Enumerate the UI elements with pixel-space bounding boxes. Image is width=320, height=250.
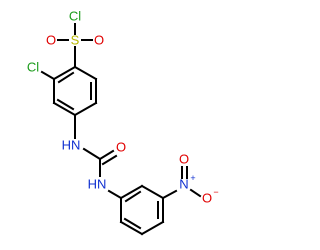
bond-ring1-1 bbox=[73, 65, 98, 81]
bond-ring1-6 bbox=[52, 65, 77, 81]
bond-ring2-4 bbox=[140, 220, 165, 236]
bond-ring1-3 bbox=[73, 101, 98, 117]
atom-o-carbonyl: O bbox=[116, 140, 126, 155]
bond-ring2-n bbox=[161, 189, 178, 200]
atom-s: S bbox=[71, 33, 80, 48]
bond-n-o-right bbox=[189, 188, 202, 198]
atom-o-nitro-top: O bbox=[179, 152, 189, 167]
bond-nh-c bbox=[82, 147, 102, 161]
bond-ring1-4 bbox=[52, 101, 77, 117]
charge-o-nitro: − bbox=[213, 187, 218, 197]
bond-ring2-5 bbox=[119, 220, 144, 236]
bond-ring1-inner-c bbox=[57, 71, 75, 84]
atom-o-sulfonyl-right: O bbox=[94, 33, 104, 48]
bond-c-o-1 bbox=[98, 149, 115, 161]
atom-nh-upper: HN bbox=[62, 138, 81, 153]
atom-n-nitro: N bbox=[179, 177, 188, 192]
bond-ring2-inner-a bbox=[124, 190, 142, 203]
atom-cl-sulfonyl: Cl bbox=[69, 9, 81, 24]
atom-o-nitro-right: O bbox=[202, 191, 212, 206]
atom-o-sulfonyl-left: O bbox=[46, 33, 56, 48]
bond-ring1-inner-b bbox=[56, 98, 75, 111]
molecule-structure: Cl S O O Cl HN O HN N + O O − bbox=[27, 9, 219, 236]
atom-nh-lower: HN bbox=[88, 177, 107, 192]
bond-nh-ring2 bbox=[107, 189, 123, 200]
atom-labels: Cl S O O Cl HN O HN N + O O − bbox=[27, 9, 219, 206]
bond-ring2-inner-c bbox=[123, 217, 142, 230]
bonds bbox=[40, 23, 202, 236]
bond-c-o-2 bbox=[101, 154, 118, 166]
charge-n-nitro: + bbox=[190, 173, 195, 183]
bond-ring2-1 bbox=[119, 184, 144, 200]
bond-ring-cl bbox=[40, 70, 56, 81]
atom-cl-ring: Cl bbox=[27, 60, 39, 75]
bond-ring2-2 bbox=[140, 184, 165, 200]
